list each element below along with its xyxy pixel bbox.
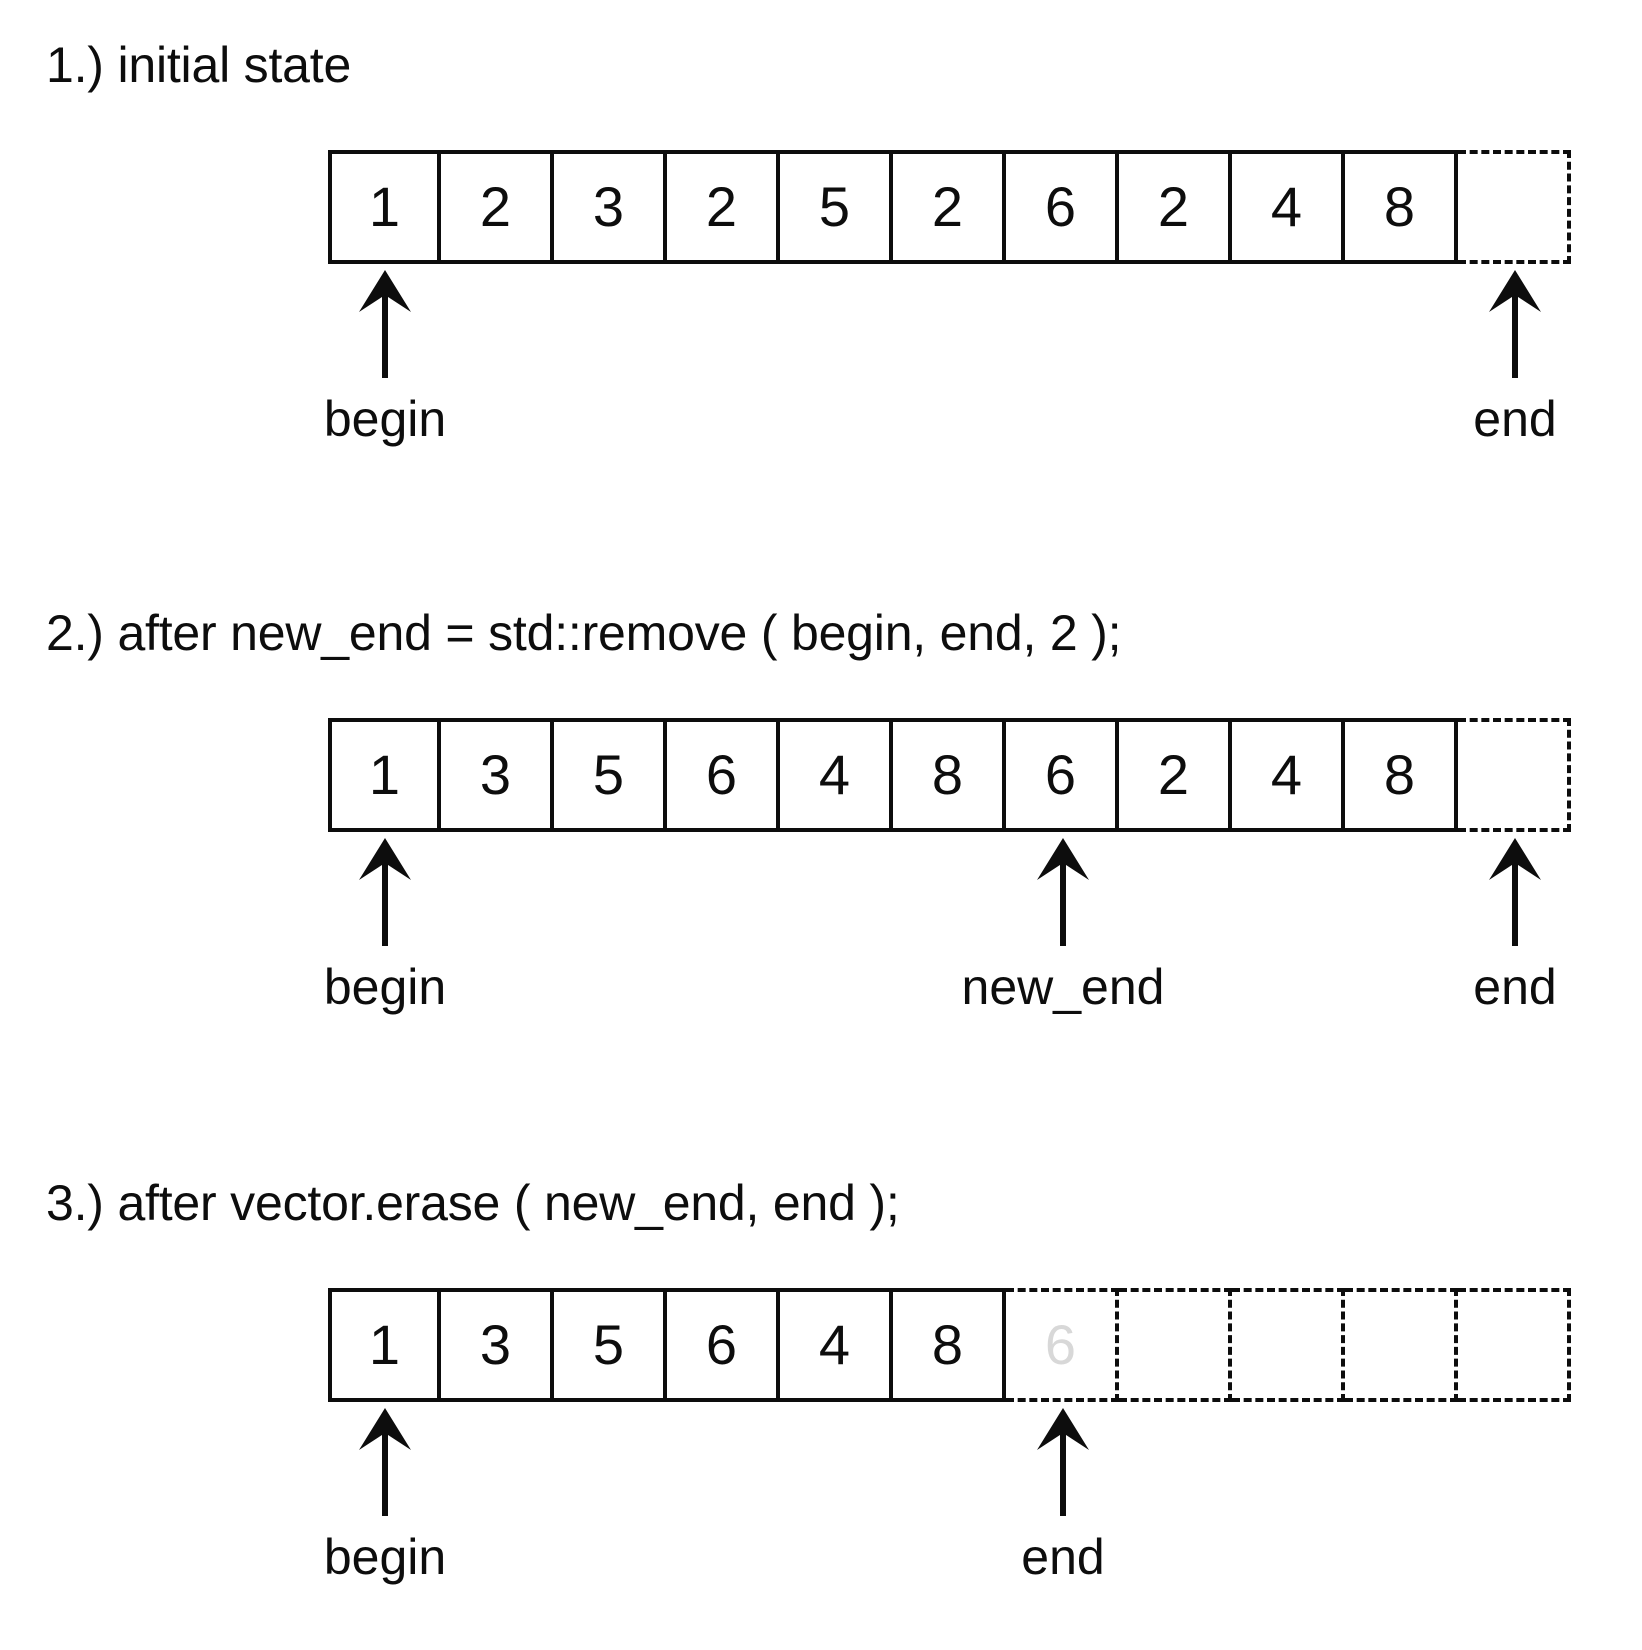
array-cell-value: 6 xyxy=(705,743,738,806)
array-cell-value: 3 xyxy=(479,743,512,806)
array-cell: 8 xyxy=(1345,150,1458,264)
array-cell-value: 2 xyxy=(1157,743,1190,806)
array-cell: 4 xyxy=(780,1288,893,1402)
pointer-arrow-icon xyxy=(355,836,415,948)
pointer-label: begin xyxy=(323,959,447,1015)
array-cell: 6 xyxy=(667,1288,780,1402)
array-cell xyxy=(1232,1288,1345,1402)
array-cell xyxy=(1345,1288,1458,1402)
pointer-arrow-icon xyxy=(1485,268,1545,380)
array-container: 1 2 3 2 5 2 6 2 4 8 xyxy=(328,150,1571,264)
array-cell-value: 5 xyxy=(592,1313,625,1376)
array-cell: 5 xyxy=(780,150,893,264)
array-cell: 8 xyxy=(893,718,1006,832)
step-title: 3.) after vector.erase ( new_end, end ); xyxy=(46,1175,900,1231)
array-cell: 8 xyxy=(1345,718,1458,832)
pointer-label: end xyxy=(1473,959,1557,1015)
array-cell: 6 xyxy=(1006,150,1119,264)
array-cell-value: 4 xyxy=(818,743,851,806)
array-cell-value: 8 xyxy=(931,743,964,806)
step-title: 2.) after new_end = std::remove ( begin,… xyxy=(46,605,1122,661)
array-cell-value: 1 xyxy=(368,175,401,238)
array-cell-value: 2 xyxy=(479,175,512,238)
array-cell: 8 xyxy=(893,1288,1006,1402)
pointer-label: new_end xyxy=(961,959,1165,1015)
array-cell-value: 4 xyxy=(818,1313,851,1376)
array-cell: 3 xyxy=(554,150,667,264)
array-cells: 1 3 5 6 4 8 6 2 4 8 xyxy=(328,718,1571,832)
array-cell: 4 xyxy=(1232,718,1345,832)
array-cell: 4 xyxy=(1232,150,1345,264)
array-cell xyxy=(1458,150,1571,264)
array-cell: 1 xyxy=(328,150,441,264)
array-cell: 6 xyxy=(667,718,780,832)
array-cell: 2 xyxy=(893,150,1006,264)
pointer-label: begin xyxy=(323,391,447,447)
array-cell xyxy=(1458,1288,1571,1402)
array-cell xyxy=(1119,1288,1232,1402)
array-container: 1 3 5 6 4 8 6 xyxy=(328,1288,1571,1402)
array-cell-value: 8 xyxy=(931,1313,964,1376)
pointer-arrow-icon xyxy=(355,268,415,380)
array-cell-value: 2 xyxy=(1157,175,1190,238)
array-cell-value: 3 xyxy=(479,1313,512,1376)
pointer-label: end xyxy=(1473,391,1557,447)
array-cell-value: 5 xyxy=(818,175,851,238)
pointer-label: begin xyxy=(323,1529,447,1585)
array-cell: 3 xyxy=(441,718,554,832)
array-cell: 3 xyxy=(441,1288,554,1402)
array-container: 1 3 5 6 4 8 6 2 4 8 xyxy=(328,718,1571,832)
array-cell-value: 8 xyxy=(1383,743,1416,806)
pointer-arrow-icon xyxy=(355,1406,415,1518)
step-title: 1.) initial state xyxy=(46,37,352,93)
array-cell-value: 4 xyxy=(1270,743,1303,806)
array-cell: 2 xyxy=(1119,718,1232,832)
array-cell: 2 xyxy=(667,150,780,264)
array-cell-value: 6 xyxy=(1044,1313,1077,1376)
array-cell: 1 xyxy=(328,1288,441,1402)
array-cell xyxy=(1458,718,1571,832)
array-cell-value: 8 xyxy=(1383,175,1416,238)
array-cell: 2 xyxy=(1119,150,1232,264)
array-cell-value: 5 xyxy=(592,743,625,806)
array-cells: 1 2 3 2 5 2 6 2 4 8 xyxy=(328,150,1571,264)
array-cell: 2 xyxy=(441,150,554,264)
array-cell: 4 xyxy=(780,718,893,832)
array-cell-value: 2 xyxy=(705,175,738,238)
pointer-arrow-icon xyxy=(1485,836,1545,948)
array-cell-value: 4 xyxy=(1270,175,1303,238)
array-cell: 1 xyxy=(328,718,441,832)
pointer-arrow-icon xyxy=(1033,836,1093,948)
pointer-label: end xyxy=(1021,1529,1105,1585)
array-cell-value: 6 xyxy=(1044,743,1077,806)
array-cell: 5 xyxy=(554,718,667,832)
array-cell: 6 xyxy=(1006,1288,1119,1402)
array-cell-value: 1 xyxy=(368,743,401,806)
array-cells: 1 3 5 6 4 8 6 xyxy=(328,1288,1571,1402)
array-cell: 5 xyxy=(554,1288,667,1402)
array-cell-value: 3 xyxy=(592,175,625,238)
pointer-arrow-icon xyxy=(1033,1406,1093,1518)
array-cell: 6 xyxy=(1006,718,1119,832)
array-cell-value: 2 xyxy=(931,175,964,238)
array-cell-value: 6 xyxy=(705,1313,738,1376)
array-cell-value: 1 xyxy=(368,1313,401,1376)
array-cell-value: 6 xyxy=(1044,175,1077,238)
